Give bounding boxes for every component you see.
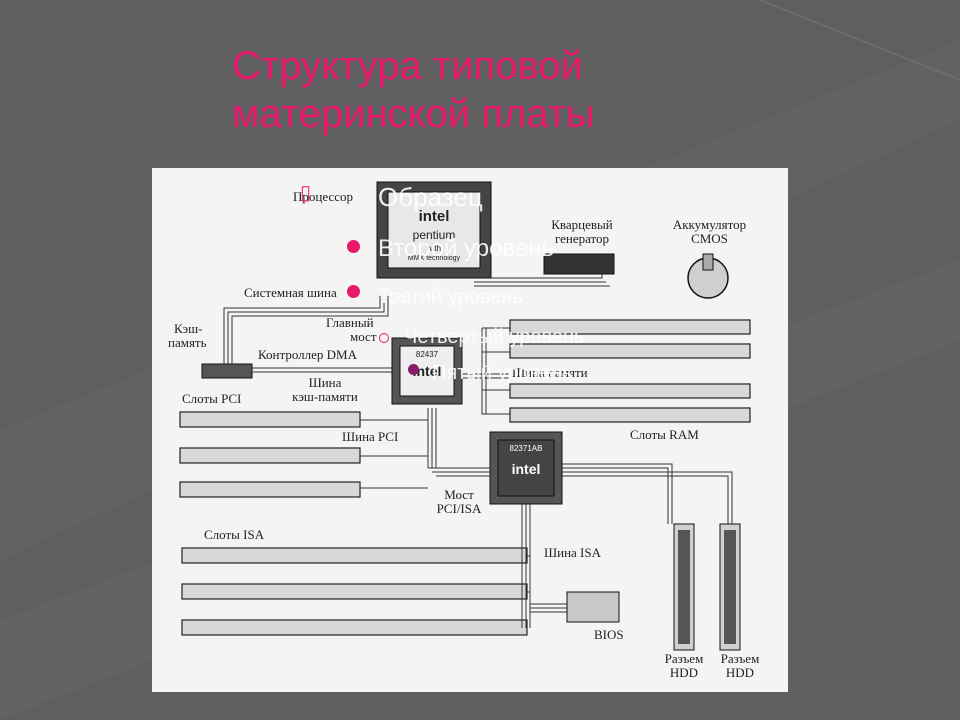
label-quartz-2: генератор [554, 231, 610, 246]
isa-chip-brand: intel [511, 461, 541, 477]
cpu-die [387, 191, 481, 269]
label-main-bridge-1: Главный [326, 315, 374, 330]
label-cache-bus-2: кэш-памяти [292, 389, 358, 404]
label-pci-isa-1: Мост [444, 487, 474, 502]
label-battery-2: CMOS [691, 231, 728, 246]
isa-chip-code: 82371AB [509, 444, 543, 453]
title-line-1: Структура типовой [232, 44, 583, 88]
label-bios: BIOS [594, 627, 624, 642]
label-hdd1-2: HDD [669, 665, 699, 680]
hdd-pins-1 [678, 530, 690, 644]
diagram-graphics [179, 181, 751, 651]
overlay-item-4: Четвертый уровень [404, 326, 585, 348]
label-pci-slots: Слоты PCI [182, 391, 242, 406]
label-processor: Процессор [293, 189, 353, 204]
label-isa-bus: Шина ISA [544, 545, 601, 560]
bridge-code: 82437 [415, 350, 439, 359]
bullet-icon [347, 240, 360, 253]
missing-glyph-icon: ▯ [300, 182, 312, 204]
quartz-generator [543, 253, 615, 275]
label-cache-1: Кэш- [174, 321, 203, 336]
pci-slot [179, 447, 361, 464]
pci-isa-face [497, 439, 555, 497]
overlay-item-5: Пятый уровень [432, 362, 573, 384]
overlay-item-2: Второй уровень [378, 235, 555, 262]
label-dma: Контроллер DMA [258, 347, 357, 362]
isa-slot [181, 547, 528, 564]
ram-slot [509, 383, 751, 399]
bios-chip [566, 591, 620, 623]
title-line-2: материнской платы [232, 92, 595, 136]
background-line [759, 0, 960, 81]
label-cache-bus-1: Шина [308, 375, 342, 390]
label-pci-isa-2: PCI/ISA [436, 501, 482, 516]
battery-terminal [702, 253, 714, 271]
label-hdd1-1: Разъем [664, 651, 704, 666]
bullet-icon [347, 285, 360, 298]
label-hdd2-1: Разъем [720, 651, 760, 666]
motherboard-diagram: intel pentium with MMX technology 82437 … [152, 168, 788, 692]
ram-slot [509, 343, 751, 359]
label-hdd2-2: HDD [725, 665, 755, 680]
cpu-model: pentium [412, 228, 456, 242]
ram-slot [509, 319, 751, 335]
cpu-brand: intel [418, 208, 450, 225]
label-cache-2: память [168, 335, 207, 350]
cpu-sub-2: MMX technology [407, 255, 461, 262]
bullet-icon [408, 364, 419, 375]
ram-slot [509, 407, 751, 423]
pci-slot [179, 481, 361, 498]
bridge-brand: intel [412, 363, 442, 379]
pci-slot [179, 411, 361, 428]
cache-chip [201, 363, 253, 379]
bullet-icon [379, 333, 389, 343]
label-main-bridge-2: мост [350, 329, 377, 344]
label-ram-slots: Слоты RAM [630, 427, 699, 442]
isa-slot [181, 619, 528, 636]
cpu-sub-1: with [426, 244, 442, 253]
overlay-item-3: Третий уровень [378, 286, 523, 308]
label-memory-bus: Шина памяти [512, 365, 588, 380]
hdd-pins-2 [724, 530, 736, 644]
label-pci-bus: Шина PCI [342, 429, 399, 444]
overlay-item-1: Образец [378, 182, 483, 212]
label-system-bus: Системная шина [244, 285, 337, 300]
label-battery-1: Аккумулятор [672, 217, 747, 232]
label-isa-slots: Слоты ISA [204, 527, 265, 542]
isa-slot [181, 583, 528, 600]
label-quartz-1: Кварцевый [551, 217, 613, 232]
slide-title: Структура типовой материнской платы [232, 42, 595, 138]
